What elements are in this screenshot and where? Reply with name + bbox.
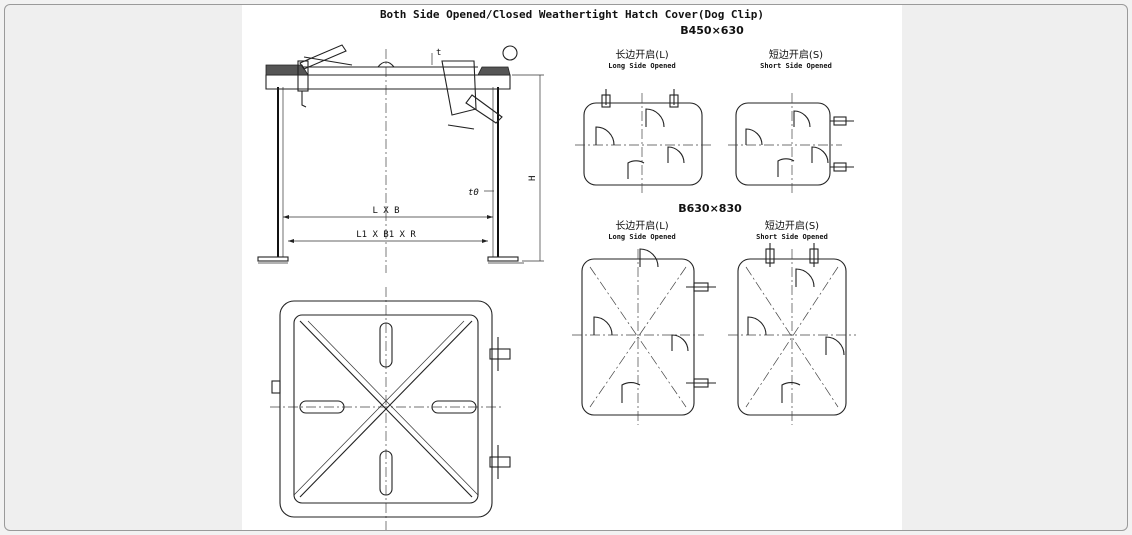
option-en-label: Long Side Opened (608, 233, 675, 241)
drawing-sheet: Both Side Opened/Closed Weathertight Hat… (242, 5, 902, 530)
dog-arc-left (747, 316, 767, 336)
dog-arc-right (667, 146, 685, 164)
dog-arc-bottom (621, 382, 641, 403)
technical-drawing: Both Side Opened/Closed Weathertight Hat… (257, 8, 856, 530)
dog-arc-top (645, 108, 665, 128)
variant-size-label: B630×830 (678, 202, 742, 215)
dim-t-label: t (436, 48, 441, 58)
right-gasket (477, 66, 511, 76)
clip-bottom (833, 162, 847, 172)
dim-h-label: H (528, 176, 538, 181)
stiffener-diag-2b (293, 320, 465, 496)
dog-arc-left (745, 128, 763, 146)
image-frame: Both Side Opened/Closed Weathertight Hat… (4, 4, 1128, 531)
dog-arc-bottom (627, 160, 645, 179)
plan-dog-clip-bottom (489, 456, 511, 468)
stiffener-diag-1b (307, 320, 479, 496)
option-en-label: Short Side Opened (756, 233, 828, 241)
cover-plate (265, 74, 511, 90)
dog-arc-top (639, 248, 659, 268)
plan-outer-frame (279, 300, 493, 518)
dog-arc-right (811, 146, 829, 164)
variant-b450-long-side: 长边开启(L) Long Side Opened (575, 48, 712, 195)
clip-bottom (693, 378, 709, 388)
dim-t0-label: t0 (468, 188, 479, 198)
variant-b630-long-side: 长边开启(L) Long Side Opened (572, 219, 716, 425)
dog-arc-bottom (777, 158, 795, 177)
cover-diag-2 (745, 266, 839, 408)
dog-arc-right (825, 336, 845, 356)
dim-l1-label: L1 X B1 X R (356, 230, 416, 240)
dog-arc-bottom (781, 382, 801, 403)
option-cn-label: 短边开启(S) (765, 219, 819, 232)
right-flange (487, 256, 519, 262)
dog-arc-left (593, 316, 613, 336)
plan-inner-frame (293, 314, 479, 504)
dog-arc-top (795, 268, 815, 288)
clip-top (833, 116, 847, 126)
clip-left (601, 94, 611, 108)
clip-right (669, 94, 679, 108)
dim-lxb-label: L X B (372, 206, 399, 216)
slot-left (299, 400, 345, 414)
left-flange (257, 256, 289, 262)
cover-outline (735, 102, 831, 186)
cover-handle (377, 61, 395, 68)
slot-bottom (379, 450, 393, 496)
left-dog-lever (303, 56, 353, 66)
clip-left (765, 248, 775, 264)
dog-arc-left (595, 126, 615, 146)
hinge-bracket (441, 60, 477, 116)
stiffener-diag-2 (299, 320, 473, 498)
left-dog-pin (301, 91, 307, 108)
cover-diag-1 (745, 266, 839, 408)
dog-arc-top (793, 110, 811, 128)
clip-right (809, 248, 819, 264)
variant-b450-short-side: 短边开启(S) Short Side Opened (728, 48, 854, 195)
plan-view (270, 287, 511, 530)
section-view: t t0 L X B L1 X B1 X R H (257, 44, 544, 273)
option-cn-label: 短边开启(S) (769, 48, 823, 61)
option-cn-label: 长边开启(L) (615, 219, 668, 232)
cover-outline (583, 102, 703, 186)
clip-top (693, 282, 709, 292)
option-en-label: Short Side Opened (760, 62, 832, 70)
plan-left-knob (271, 380, 281, 394)
hinge-link (447, 124, 475, 130)
slot-top (379, 322, 393, 368)
drawing-title: Both Side Opened/Closed Weathertight Hat… (380, 8, 764, 21)
left-dog-handle (299, 44, 347, 70)
variant-b630-short-side: 短边开启(S) Short Side Opened (728, 219, 856, 425)
left-dog-body (297, 60, 309, 92)
hinge-pin (502, 45, 518, 61)
slot-right (431, 400, 477, 414)
plan-dog-clip-top (489, 348, 511, 360)
hinge-arm (465, 94, 503, 124)
dog-arc-right (671, 334, 689, 352)
option-cn-label: 长边开启(L) (615, 48, 668, 61)
option-en-label: Long Side Opened (608, 62, 675, 70)
cover-outline (581, 258, 695, 416)
variant-size-label: B450×630 (680, 24, 744, 37)
